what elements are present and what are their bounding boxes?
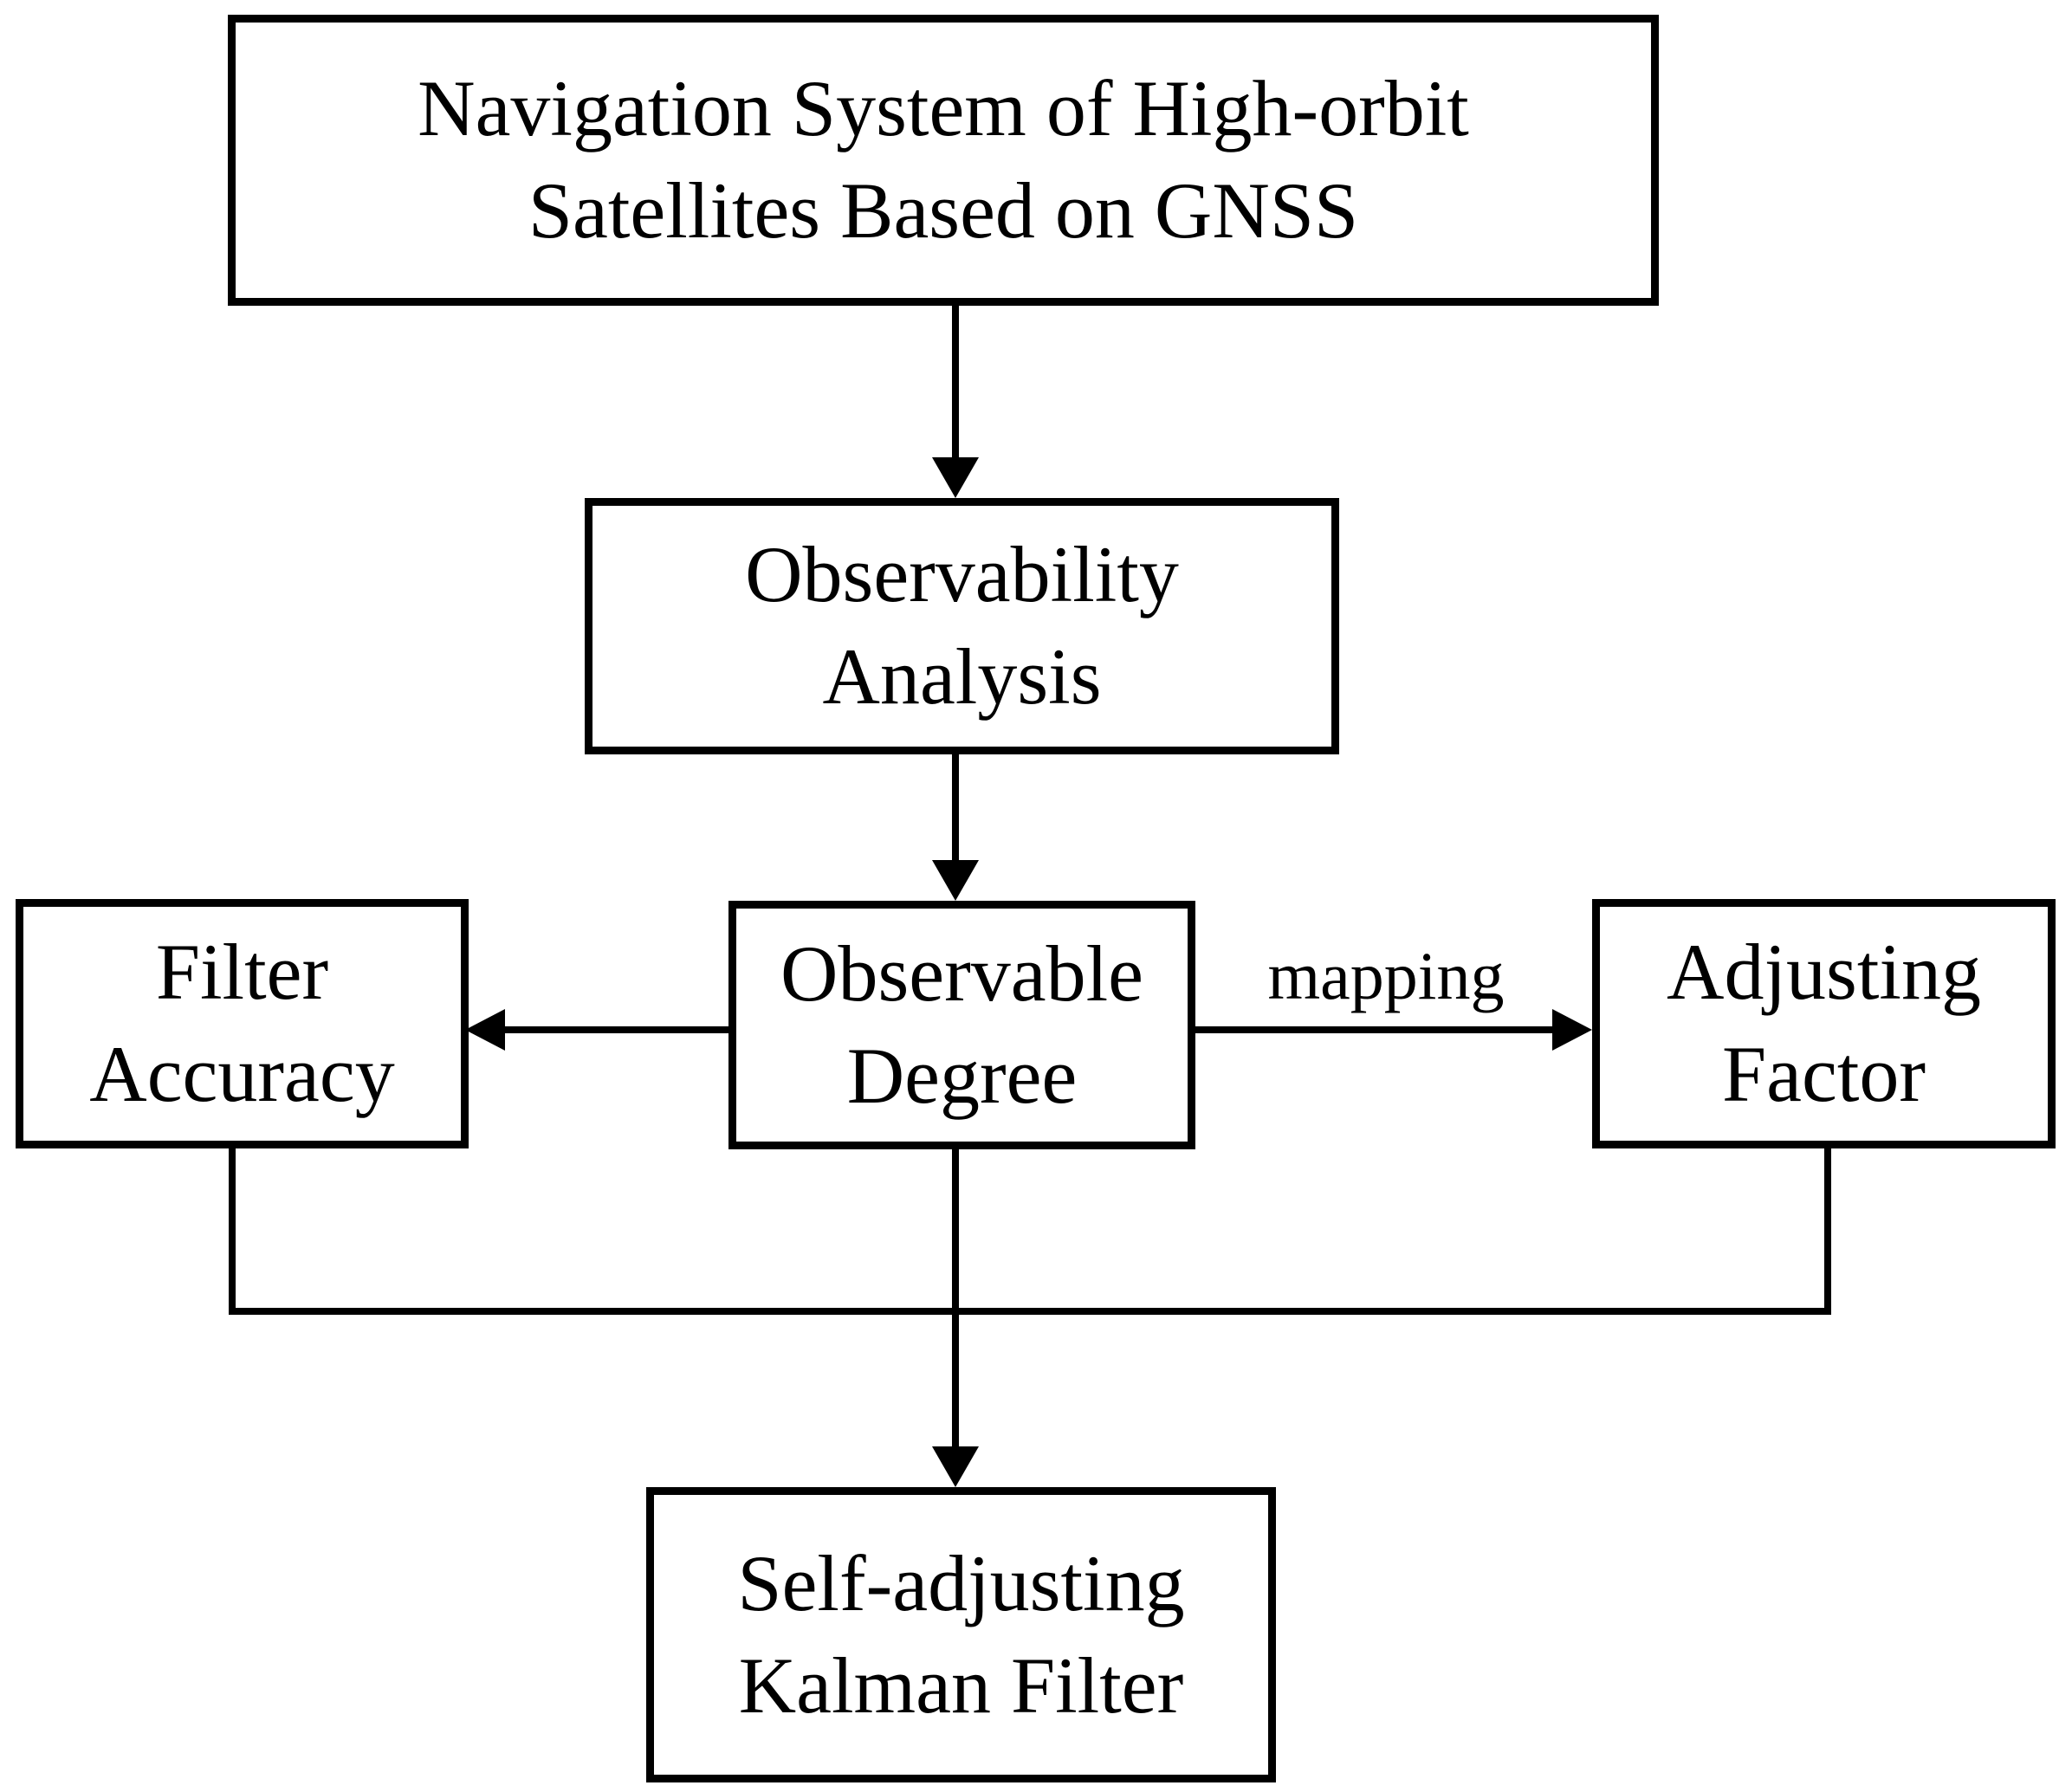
node-observability-analysis-line1: Observability <box>745 530 1179 619</box>
node-filter-accuracy-line1: Filter <box>155 928 329 1017</box>
node-filter-accuracy: Filter Accuracy <box>16 899 469 1148</box>
node-self-adjusting-kalman-filter: Self-adjusting Kalman Filter <box>646 1487 1276 1782</box>
node-adjusting-factor: Adjusting Factor <box>1592 899 2056 1148</box>
node-adjusting-factor-line1: Adjusting <box>1667 928 1981 1017</box>
arrowhead-left-degree-to-filter-accuracy-icon <box>465 1009 505 1051</box>
node-observable-degree-line1: Observable <box>780 928 1143 1018</box>
edge-degree-to-filter-accuracy-line <box>503 1026 728 1033</box>
node-observable-degree-line2: Degree <box>846 1031 1078 1120</box>
arrowhead-down-observability-to-degree-icon <box>932 860 979 901</box>
node-navigation-system: Navigation System of High-orbit Satellit… <box>228 15 1659 306</box>
edge-degree-to-kalman-line <box>952 1148 959 1447</box>
node-observability-analysis: Observability Analysis <box>585 498 1339 754</box>
node-self-adjusting-kalman-line2: Kalman Filter <box>738 1640 1184 1730</box>
node-self-adjusting-kalman-line1: Self-adjusting <box>737 1538 1185 1627</box>
edge-adjusting-factor-down-line <box>1824 1145 1831 1315</box>
node-filter-accuracy-line2: Accuracy <box>89 1030 395 1118</box>
arrowhead-down-into-kalman-icon <box>932 1446 979 1487</box>
node-adjusting-factor-line2: Factor <box>1721 1030 1926 1118</box>
node-navigation-system-line1: Navigation System of High-orbit <box>418 64 1469 153</box>
edge-degree-to-adjusting-factor-line <box>1195 1026 1554 1033</box>
arrowhead-down-nav-to-observability-icon <box>932 457 979 498</box>
node-observability-analysis-line2: Analysis <box>822 632 1102 721</box>
arrowhead-right-degree-to-adjusting-factor-icon <box>1552 1009 1592 1051</box>
node-navigation-system-line2: Satellites Based on GNSS <box>528 166 1359 255</box>
edge-join-horizontal-line <box>229 1308 1831 1315</box>
edge-label-mapping: mapping <box>1267 938 1505 1013</box>
edge-observability-to-degree-line <box>952 754 959 862</box>
edge-nav-to-observability-line <box>952 305 959 461</box>
edge-filter-accuracy-down-line <box>229 1145 236 1315</box>
node-observable-degree: Observable Degree <box>728 901 1195 1149</box>
